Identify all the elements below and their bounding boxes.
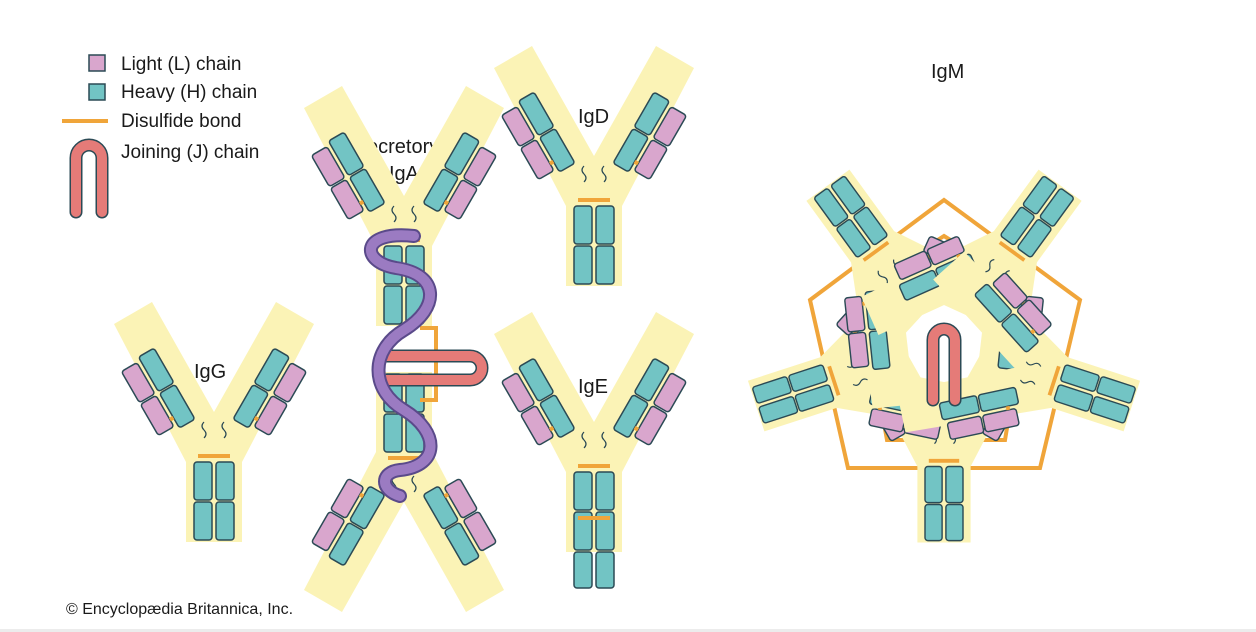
igg-antibody: IgG: [112, 300, 316, 544]
igd-antibody: IgD: [492, 44, 696, 288]
igm-antibody: IgM: [724, 61, 1164, 545]
igd-label: IgD: [578, 106, 609, 128]
legend-heavy-chain: Heavy (H) chain: [88, 82, 257, 103]
ige-antibody: IgE: [492, 310, 696, 589]
iga-label-line2: IgA: [389, 163, 420, 185]
bottom-divider: [0, 629, 1256, 632]
legend-disulfide-bond: Disulfide bond: [62, 111, 241, 132]
copyright-credit: © Encyclopædia Britannica, Inc.: [66, 601, 294, 618]
legend-joining-chain: Joining (J) chain: [69, 138, 259, 219]
legend-disulfide-label: Disulfide bond: [121, 111, 241, 132]
legend: Light (L) chain Heavy (H) chain Disulfid…: [62, 54, 259, 219]
ige-label: IgE: [578, 376, 608, 398]
legend-light-chain-label: Light (L) chain: [121, 54, 241, 75]
legend-heavy-chain-label: Heavy (H) chain: [121, 82, 257, 103]
igm-label: IgM: [931, 61, 964, 83]
legend-light-chain: Light (L) chain: [88, 54, 241, 75]
legend-joining-label: Joining (J) chain: [121, 142, 259, 163]
light-chain-swatch-icon: [88, 54, 106, 72]
igg-label: IgG: [194, 361, 226, 383]
heavy-chain-swatch-icon: [88, 83, 106, 101]
secretory-iga-antibody: secretory IgA: [302, 84, 506, 614]
